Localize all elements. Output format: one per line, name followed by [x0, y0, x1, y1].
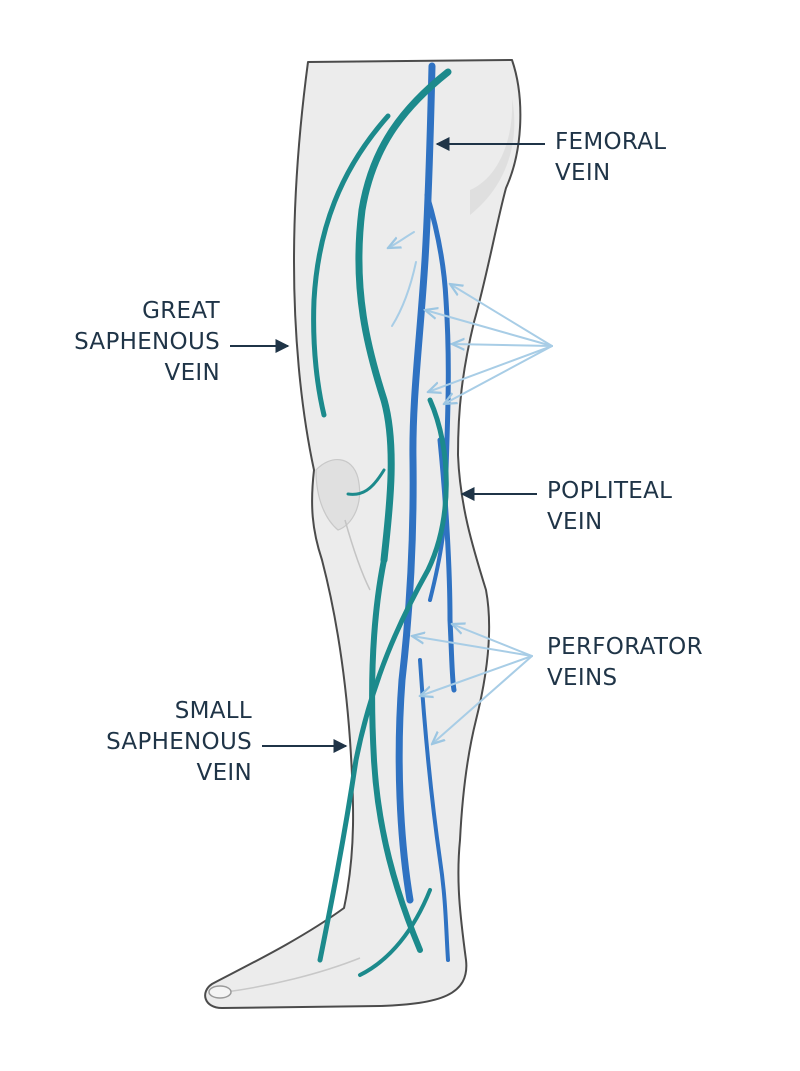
superficial-veins: [311, 68, 452, 977]
small-saphenous-label-line3: VEIN: [196, 760, 252, 786]
perforator-arrows: [388, 231, 553, 744]
toe-nail: [208, 985, 232, 999]
leg-silhouette: [204, 59, 522, 1009]
perforator-arrow-thigh-upper: [388, 231, 415, 248]
knee-crease: [344, 519, 371, 591]
great-saphenous-vein-label: GREAT SAPHENOUS VEIN: [74, 296, 220, 389]
great-saphenous-vein: [355, 68, 452, 564]
perforator-label-line2: VEINS: [547, 665, 618, 691]
ankle-branch: [358, 888, 432, 977]
femoral-vein-label-line1: FEMORAL: [555, 129, 667, 155]
popliteal-label-line2: VEIN: [547, 509, 603, 535]
deep-branch-1: [424, 192, 451, 473]
great-saphenous-label-line2: SAPHENOUS: [74, 329, 220, 355]
small-saphenous-vein-label: SMALL SAPHENOUS VEIN: [106, 696, 252, 789]
thigh-shading: [470, 98, 515, 215]
great-saphenous-lower: [369, 557, 423, 953]
perforator-arrow-5: [444, 345, 553, 404]
perforator-arrow-3: [452, 344, 553, 346]
leg-outline: [204, 59, 522, 1009]
small-saphenous-label-line2: SAPHENOUS: [106, 729, 252, 755]
popliteal-label-line1: POPLITEAL: [547, 478, 673, 504]
great-saphenous-label-line1: GREAT: [142, 298, 220, 324]
great-saphenous-label-line3: VEIN: [164, 360, 220, 386]
femoral-vein-label: FEMORAL VEIN: [555, 127, 666, 189]
perforator-arrow-4: [428, 345, 553, 392]
knee-branch: [346, 468, 386, 496]
label-pointers: [230, 137, 545, 753]
perforator-label-line1: PERFORATOR: [547, 634, 703, 660]
perforator-arrow-8: [420, 655, 533, 696]
femoral-vein: [395, 62, 436, 904]
saphenous-outer-branch: [311, 113, 391, 418]
perforator-arrow-7: [412, 636, 533, 657]
perforator-arrow-1: [450, 284, 553, 347]
foot-arch: [225, 957, 361, 993]
perforator-arrow-thigh-mid: [391, 261, 417, 327]
perforator-arrow-2: [425, 310, 553, 347]
knee-shading: [315, 458, 361, 531]
femoral-vein-label-line2: VEIN: [555, 160, 611, 186]
small-saphenous-label-line1: SMALL: [174, 698, 252, 724]
tibial-vein: [418, 658, 450, 962]
perforator-veins-label: PERFORATOR VEINS: [547, 632, 703, 694]
small-saphenous-vein: [317, 397, 449, 963]
popliteal-vein-label: POPLITEAL VEIN: [547, 476, 672, 538]
perforator-arrow-6: [452, 624, 533, 657]
perforator-arrow-9: [432, 655, 533, 744]
